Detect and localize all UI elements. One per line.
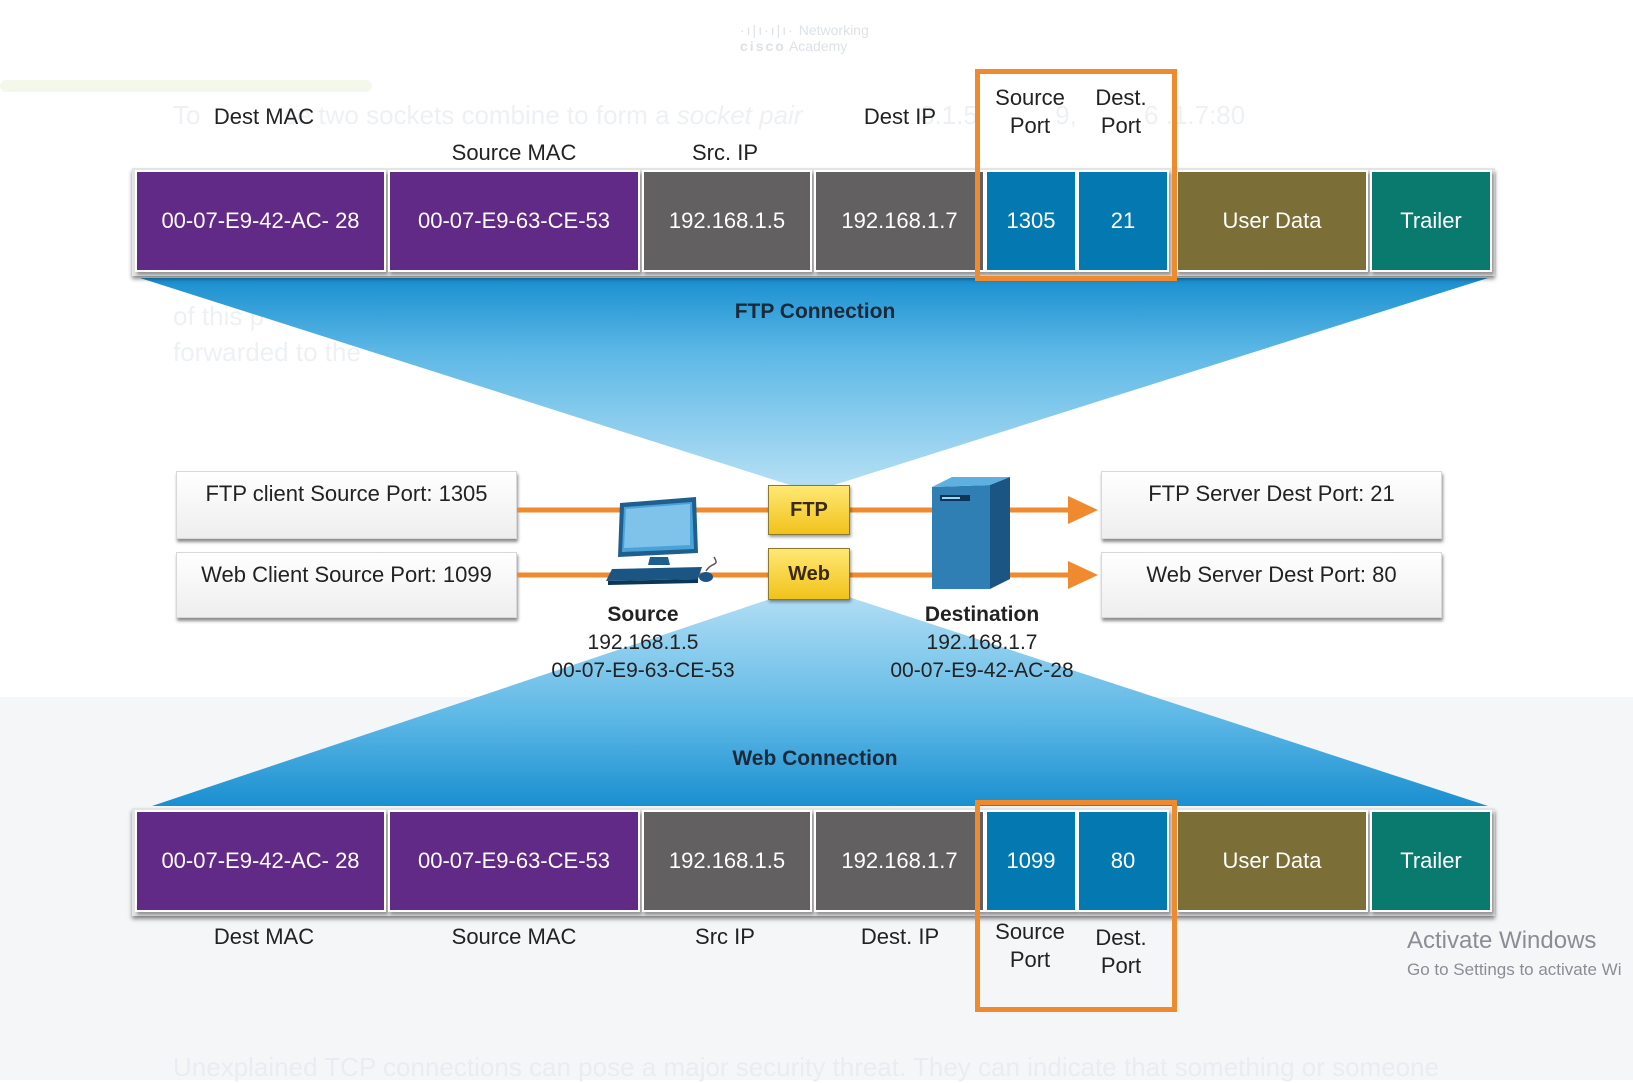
background-text-line4: Unexplained TCP connections can pose a m… — [173, 1052, 1440, 1082]
ftp-frame-source-mac: 00-07-E9-63-CE-53 — [388, 170, 640, 272]
cisco-logo: ·ı|ı·ı|ı· Networking cisco Academy — [740, 22, 869, 54]
label-source-mac-bottom: Source MAC — [451, 924, 577, 949]
web-frame-source-port: 1099 — [985, 810, 1077, 912]
web-connection-label: Web Connection — [732, 747, 898, 770]
ftp-envelope: FTP — [768, 485, 850, 535]
web-frame-dest-port: 80 — [1077, 810, 1169, 912]
web-funnel — [152, 585, 1488, 806]
web-envelope: Web — [768, 548, 850, 600]
web-server-port-box: Web Server Dest Port: 80 — [1101, 552, 1442, 618]
label-source-mac-top: Source MAC — [451, 140, 577, 165]
destination-title: Destination — [924, 603, 1040, 626]
ftp-frame-dest-port: 21 — [1077, 170, 1169, 272]
label-dest-ip-bottom: Dest. IP — [860, 924, 940, 949]
source-title: Source — [607, 603, 679, 626]
web-frame-src-ip: 192.168.1.5 — [642, 810, 812, 912]
label-src-ip-top: Src. IP — [691, 140, 758, 165]
label-source-port-top: Source Port — [995, 85, 1065, 138]
web-frame-user-data: User Data — [1176, 810, 1368, 912]
ftp-frame-dest-ip: 192.168.1.7 — [814, 170, 985, 272]
background-text-line1: To se two sockets combine to form a sock… — [173, 100, 803, 130]
ftp-server-port-box: FTP Server Dest Port: 21 — [1101, 471, 1442, 539]
ftp-funnel — [140, 278, 1488, 492]
source-mac: 00-07-E9-63-CE-53 — [551, 659, 735, 682]
ftp-envelope-label: FTP — [790, 498, 828, 521]
web-frame-dest-mac: 00-07-E9-42-AC- 28 — [135, 810, 386, 912]
ftp-port-highlight — [975, 69, 1177, 281]
ftp-arrow-head — [1068, 496, 1098, 524]
label-source-port-bottom: Source Port — [995, 919, 1065, 972]
destination-server-icon — [932, 477, 1010, 589]
background-accent-bar — [0, 80, 372, 92]
source-info: Source 192.168.1.5 00-07-E9-63-CE-53 — [523, 601, 763, 685]
label-dest-mac-bottom: Dest MAC — [213, 924, 315, 949]
ftp-frame-dest-mac: 00-07-E9-42-AC- 28 — [135, 170, 386, 272]
activate-windows-subtitle: Go to Settings to activate Wi — [1407, 960, 1622, 979]
activate-windows-title: Activate Windows — [1407, 927, 1597, 954]
web-port-highlight — [975, 800, 1177, 1012]
ftp-frame-trailer: Trailer — [1370, 170, 1492, 272]
web-arrow-head — [1068, 561, 1098, 589]
destination-ip: 192.168.1.7 — [926, 631, 1038, 654]
background-text-line1-tail: 8.1.5 9, 6 .1.7:80 — [920, 100, 1246, 130]
ftp-frame-src-ip: 192.168.1.5 — [642, 170, 812, 272]
label-dest-mac-top: Dest MAC — [213, 104, 315, 129]
label-src-ip-bottom: Src IP — [695, 924, 755, 949]
ftp-frame-user-data: User Data — [1176, 170, 1368, 272]
web-frame-trailer: Trailer — [1370, 810, 1492, 912]
label-dest-port-bottom: Dest. Port — [1095, 925, 1147, 978]
source-pc-icon — [606, 497, 717, 585]
web-client-port-box: Web Client Source Port: 1099 — [176, 552, 517, 618]
background-text-line3: forwarded to the — [173, 337, 361, 367]
ftp-frame-source-port: 1305 — [985, 170, 1077, 272]
destination-info: Destination 192.168.1.7 00-07-E9-42-AC-2… — [862, 601, 1102, 685]
web-envelope-label: Web — [788, 562, 830, 585]
label-dest-port-top: Dest. Port — [1095, 85, 1147, 138]
destination-mac: 00-07-E9-42-AC-28 — [890, 659, 1074, 682]
ftp-connection-label: FTP Connection — [734, 300, 896, 323]
web-frame-dest-ip: 192.168.1.7 — [814, 810, 985, 912]
web-frame-source-mac: 00-07-E9-63-CE-53 — [388, 810, 640, 912]
ftp-client-port-box: FTP client Source Port: 1305 — [176, 471, 517, 539]
label-dest-ip-top: Dest IP — [863, 104, 937, 129]
source-ip: 192.168.1.5 — [587, 631, 699, 654]
